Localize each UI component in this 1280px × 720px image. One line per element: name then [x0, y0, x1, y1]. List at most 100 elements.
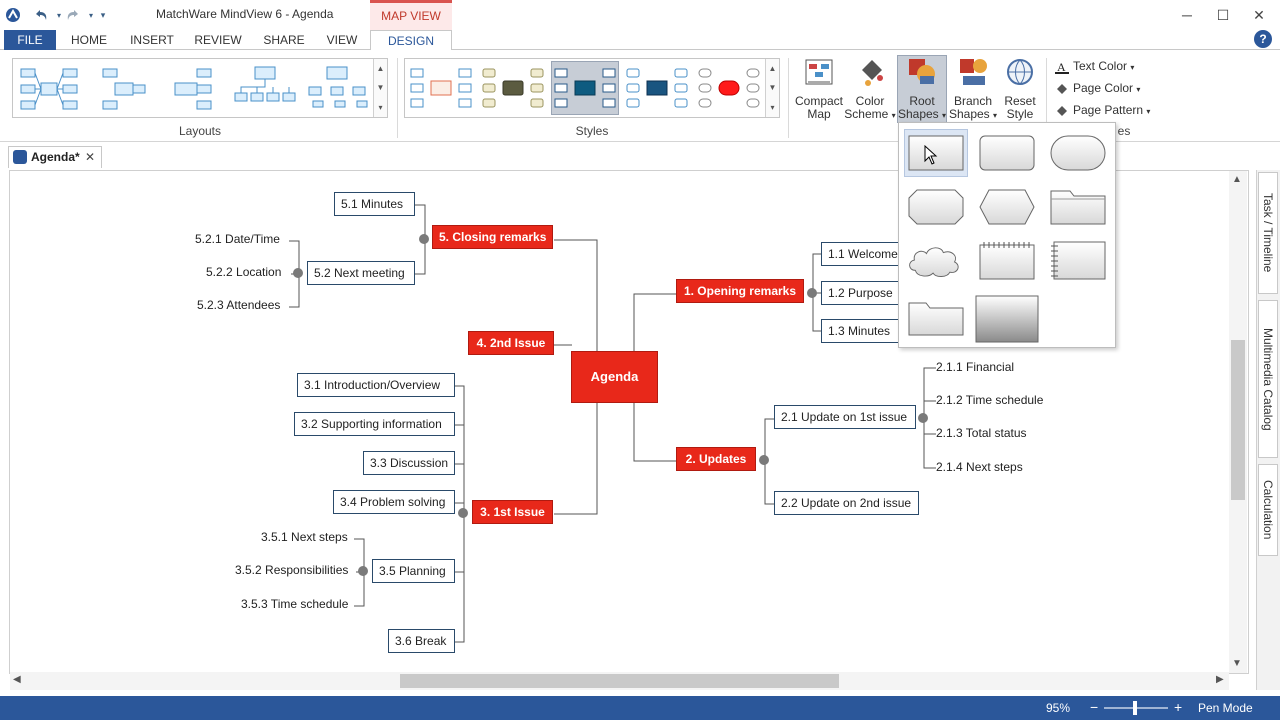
branch-opening-remarks[interactable]: 1. Opening remarks — [676, 279, 804, 303]
layout-topdown-icon[interactable] — [233, 65, 297, 113]
style-plain-icon[interactable] — [409, 65, 473, 111]
collapse-toggle[interactable] — [759, 455, 769, 465]
subtopic-date-time[interactable]: 5.2.1 Date/Time — [195, 232, 280, 246]
tab-design[interactable]: DESIGN — [370, 30, 452, 51]
subtopic-welcome[interactable]: 1.1 Welcome — [821, 242, 909, 266]
subtopic-planning-next-steps[interactable]: 3.5.1 Next steps — [261, 530, 348, 544]
shape-gradient-box-icon[interactable] — [975, 295, 1039, 343]
redo-dropdown-icon[interactable]: ▾ — [88, 10, 93, 20]
tab-home[interactable]: HOME — [71, 33, 107, 47]
collapse-toggle[interactable] — [458, 508, 468, 518]
shape-rectangle-icon[interactable] — [908, 133, 964, 173]
subtopic-purpose[interactable]: 1.2 Purpose — [821, 281, 909, 305]
compact-map-button[interactable]: Compact Map — [794, 56, 844, 121]
shape-octagon-icon[interactable] — [908, 187, 964, 227]
scroll-left-icon[interactable]: ◀ — [13, 674, 21, 685]
layout-left-icon[interactable] — [167, 65, 217, 113]
subtopic-minutes[interactable]: 1.3 Minutes — [821, 319, 909, 343]
branch-shapes-button[interactable]: Branch Shapes ▾ — [948, 56, 998, 122]
collapse-toggle[interactable] — [807, 288, 817, 298]
reset-style-button[interactable]: Reset Style — [998, 56, 1042, 121]
tab-task-timeline[interactable]: Task / Timeline — [1258, 172, 1278, 294]
subtopic-next-steps[interactable]: 2.1.4 Next steps — [936, 460, 1023, 474]
branch-1st-issue[interactable]: 3. 1st Issue — [472, 500, 553, 524]
subtopic-responsibilities[interactable]: 3.5.2 Responsibilities — [235, 563, 349, 577]
subtopic-closing-minutes[interactable]: 5.1 Minutes — [334, 192, 415, 216]
subtopic-attendees[interactable]: 5.2.3 Attendees — [197, 298, 281, 312]
tab-calculation[interactable]: Calculation — [1258, 464, 1278, 556]
scroll-right-icon[interactable]: ▶ — [1216, 674, 1224, 685]
vertical-scroll-thumb[interactable] — [1231, 340, 1245, 500]
pen-mode-label[interactable]: Pen Mode — [1198, 701, 1253, 715]
minimize-icon[interactable]: ─ — [1182, 7, 1192, 23]
color-scheme-button[interactable]: Color Scheme ▾ — [844, 56, 896, 122]
scroll-up-icon[interactable]: ▲ — [1232, 174, 1242, 185]
subtopic-discussion[interactable]: 3.3 Discussion — [363, 451, 455, 475]
undo-icon[interactable] — [32, 6, 50, 24]
branch-updates[interactable]: 2. Updates — [676, 447, 756, 471]
close-icon[interactable]: ✕ — [1253, 7, 1265, 23]
customize-qat-icon[interactable]: ▾ — [100, 9, 106, 20]
zoom-slider-thumb[interactable] — [1133, 701, 1137, 715]
layouts-gallery-scroll[interactable]: ▲▼▾ — [373, 59, 387, 117]
app-logo-icon[interactable] — [4, 6, 22, 24]
subtopic-update-2nd-issue[interactable]: 2.2 Update on 2nd issue — [774, 491, 919, 515]
subtopic-update-1st-issue[interactable]: 2.1 Update on 1st issue — [774, 405, 916, 429]
shape-notebook-icon[interactable] — [1050, 241, 1106, 281]
redo-icon[interactable] — [64, 6, 82, 24]
style-navy-icon[interactable] — [625, 65, 689, 111]
subtopic-planning[interactable]: 3.5 Planning — [372, 559, 455, 583]
undo-dropdown-icon[interactable]: ▾ — [56, 10, 61, 20]
shape-hexagon-icon[interactable] — [979, 187, 1035, 227]
layout-right-icon[interactable] — [99, 65, 149, 113]
root-shapes-button[interactable]: Root Shapes ▾ — [897, 56, 947, 122]
subtopic-planning-time-schedule[interactable]: 3.5.3 Time schedule — [241, 597, 349, 611]
root-topic[interactable]: Agenda — [571, 351, 658, 403]
shape-cloud-icon[interactable] — [906, 241, 962, 281]
layout-orgchart-icon[interactable] — [305, 65, 369, 113]
subtopic-problem-solving[interactable]: 3.4 Problem solving — [333, 490, 455, 514]
collapse-toggle[interactable] — [419, 234, 429, 244]
style-olive-icon[interactable] — [481, 65, 545, 111]
collapse-toggle[interactable] — [293, 268, 303, 278]
page-pattern-button[interactable]: Page Pattern ▾ — [1054, 100, 1150, 120]
shape-ellipse-icon[interactable] — [1050, 133, 1106, 173]
zoom-in-button[interactable]: + — [1174, 699, 1183, 715]
document-tab[interactable]: Agenda* ✕ — [8, 146, 102, 168]
subtopic-location[interactable]: 5.2.2 Location — [206, 265, 282, 279]
collapse-toggle[interactable] — [358, 566, 368, 576]
subtopic-total-status[interactable]: 2.1.3 Total status — [936, 426, 1027, 440]
page-color-button[interactable]: Page Color ▾ — [1054, 78, 1140, 98]
branch-2nd-issue[interactable]: 4. 2nd Issue — [468, 331, 554, 355]
tab-multimedia-catalog[interactable]: Multimedia Catalog — [1258, 300, 1278, 458]
tab-view[interactable]: VIEW — [326, 33, 358, 47]
styles-gallery-scroll[interactable]: ▲▼▾ — [765, 59, 779, 117]
tab-file[interactable]: FILE — [4, 30, 56, 50]
tab-share[interactable]: SHARE — [263, 33, 305, 47]
layouts-gallery: ▲▼▾ — [12, 58, 388, 118]
subtopic-financial[interactable]: 2.1.1 Financial — [936, 360, 1015, 374]
style-red-icon[interactable] — [697, 65, 761, 111]
horizontal-scroll-thumb[interactable] — [400, 674, 839, 688]
subtopic-supporting-info[interactable]: 3.2 Supporting information — [294, 412, 455, 436]
tab-insert[interactable]: INSERT — [130, 33, 174, 47]
shape-folder-open-icon[interactable] — [908, 297, 964, 337]
scroll-down-icon[interactable]: ▼ — [1232, 658, 1242, 669]
subtopic-time-schedule[interactable]: 2.1.2 Time schedule — [936, 393, 1044, 407]
help-icon[interactable]: ? — [1254, 30, 1272, 48]
close-tab-icon[interactable]: ✕ — [85, 150, 96, 164]
branch-closing-remarks[interactable]: 5. Closing remarks — [432, 225, 553, 249]
subtopic-break[interactable]: 3.6 Break — [388, 629, 455, 653]
collapse-toggle[interactable] — [918, 413, 928, 423]
zoom-out-button[interactable]: − — [1090, 699, 1099, 715]
subtopic-introduction[interactable]: 3.1 Introduction/Overview — [297, 373, 455, 397]
layout-mindmap-icon[interactable] — [19, 65, 79, 113]
tab-review[interactable]: REVIEW — [194, 33, 242, 47]
shape-notepad-icon[interactable] — [979, 241, 1035, 281]
subtopic-next-meeting[interactable]: 5.2 Next meeting — [307, 261, 415, 285]
shape-folder-icon[interactable] — [1050, 187, 1106, 227]
shape-rounded-rectangle-icon[interactable] — [979, 133, 1035, 173]
style-teal-icon[interactable] — [553, 65, 617, 111]
maximize-icon[interactable]: ☐ — [1216, 7, 1230, 23]
